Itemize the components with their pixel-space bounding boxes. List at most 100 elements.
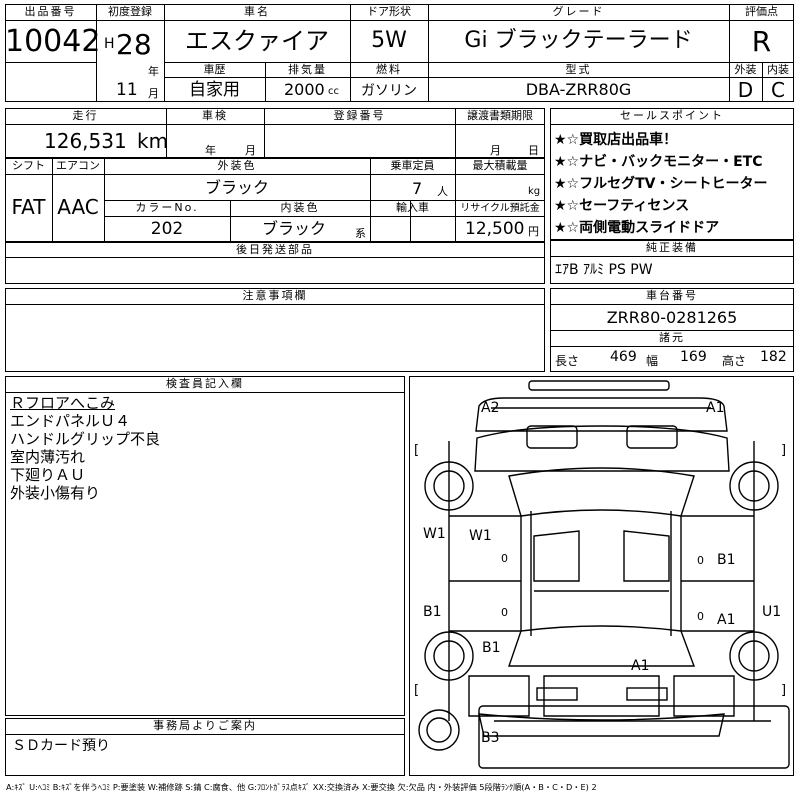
color-number: 202 <box>150 219 184 239</box>
inspector-label: 検査員記入欄 <box>166 377 244 390</box>
recycle-deposit: 12,500 <box>465 219 525 239</box>
damage-mark: W1 <box>423 526 446 542</box>
fuel-label: 燃料 <box>376 63 402 76</box>
sales-point-item: ★☆両側電動スライドドア <box>554 220 720 236</box>
damage-mark: B1 <box>423 604 442 620</box>
damage-mark: 0 <box>697 554 704 567</box>
length-label: 長さ <box>555 354 580 368</box>
car-diagram: [ ] [ ] A2 A1 W1 W1 0 0 B1 B1 0 0 A1 U1 … <box>414 380 790 769</box>
damage-mark: B1 <box>717 552 736 568</box>
sales-point-item: ★☆買取店出品車！ <box>554 132 678 148</box>
sales-point-item: ★☆セーフティセンス <box>554 198 690 214</box>
interior-score-label: 内装 <box>767 63 789 76</box>
inspector-note-line: ハンドルグリップ不良 <box>10 430 161 448</box>
car-name-label: 車名 <box>244 5 270 18</box>
transfer-day-unit: 日 <box>528 144 539 157</box>
score-label: 評価点 <box>745 5 778 18</box>
inspector-note-line: エンドパネルＵ４ <box>10 412 131 430</box>
recycle-deposit-unit: 円 <box>528 225 539 238</box>
exterior-score: D <box>737 78 754 102</box>
registration-era: H <box>104 36 115 52</box>
shift: FAT <box>11 195 46 219</box>
damage-mark: 0 <box>501 606 508 619</box>
mileage-unit: km <box>137 129 169 153</box>
capacity-label: 乗車定員 <box>390 159 435 172</box>
damage-mark: A2 <box>481 400 499 416</box>
equipment-label: 純正装備 <box>646 241 698 254</box>
width: 169 <box>680 349 707 365</box>
damage-mark: 0 <box>501 552 508 565</box>
height-label: 高さ <box>722 354 747 368</box>
inspector-note-line: 外装小傷有り <box>10 484 101 502</box>
registration-number-label: 登録番号 <box>333 109 386 122</box>
damage-mark: A1 <box>706 400 724 416</box>
aircon: AAC <box>57 195 99 219</box>
damage-mark: U1 <box>762 604 781 620</box>
registration-year: 28 <box>116 28 152 61</box>
aircon-label: エアコン <box>56 159 100 172</box>
color-number-label: カラーNo. <box>135 201 199 214</box>
registration-month: 11 <box>116 80 138 100</box>
width-label: 幅 <box>646 354 659 368</box>
height: 182 <box>760 349 787 365</box>
history: 自家用 <box>189 80 240 100</box>
mileage: 126,531 <box>44 129 127 153</box>
interior-color-label: 内装色 <box>280 201 320 214</box>
damage-mark: A1 <box>717 612 735 628</box>
displacement: 2000 <box>284 80 325 99</box>
door-type-label: ドア形状 <box>367 5 411 18</box>
bracket-right-top: ] <box>781 443 786 458</box>
displacement-label: 排気量 <box>288 63 327 76</box>
damage-mark: 0 <box>697 610 704 623</box>
model-code-label: 型式 <box>565 63 592 76</box>
car-name: エスクァイア <box>185 27 329 55</box>
inspector-box <box>5 376 405 716</box>
inspection-month-unit: 月 <box>245 144 256 157</box>
lot-number: 10042 <box>5 24 101 59</box>
first-registration-label: 初度登録 <box>108 5 152 18</box>
model-code: DBA-ZRR80G <box>525 80 632 99</box>
sales-point-item: ★☆フルセグTV・シートヒーター <box>554 176 768 192</box>
history-label: 車歴 <box>203 63 226 76</box>
grade: Gi ブラックテーラード <box>464 28 693 53</box>
office-label: 事務局よりご案内 <box>153 719 257 732</box>
max-load-unit: kg <box>528 186 541 197</box>
bracket-right-bottom: ] <box>781 683 786 698</box>
bracket-left-bottom: [ <box>414 683 419 698</box>
notes-label: 注意事項欄 <box>242 289 308 302</box>
sales-points-box <box>550 108 794 240</box>
mileage-label: 走行 <box>72 109 99 122</box>
office-note: ＳＤカード預り <box>12 738 110 754</box>
office-box <box>5 718 405 776</box>
damage-mark: W1 <box>469 528 492 544</box>
exterior-color: ブラック <box>204 178 269 197</box>
lot-number-label: 出品番号 <box>24 5 77 18</box>
exterior-score-label: 外装 <box>734 63 757 76</box>
interior-score: C <box>771 78 785 102</box>
max-load-label: 最大積載量 <box>472 159 528 172</box>
capacity: 7 <box>412 179 423 198</box>
door-type: 5W <box>371 28 407 53</box>
damage-mark: B3 <box>481 730 500 746</box>
later-parts-label: 後日発送部品 <box>236 243 314 256</box>
capacity-unit: 人 <box>437 185 448 198</box>
notes-box <box>5 288 545 372</box>
interior-color: ブラック <box>262 219 327 238</box>
equipment-value: ｴｱB ｱﾙﾐ PS PW <box>555 262 653 278</box>
inspection-label: 車検 <box>202 109 228 122</box>
damage-mark: B1 <box>482 640 501 656</box>
legend: A:ｷｽﾞ U:ﾍｺﾐ B:ｷｽﾞを伴うﾍｺﾐ P:要塗装 W:補修跡 S:錆 … <box>6 782 597 792</box>
inspection-year-unit: 年 <box>205 144 216 157</box>
exterior-color-label: 外装色 <box>217 159 257 172</box>
damage-mark: A1 <box>631 658 649 674</box>
car-diagram-box <box>409 376 794 776</box>
chassis-number-label: 車台番号 <box>646 289 698 302</box>
bracket-left-top: [ <box>414 443 419 458</box>
registration-month-unit: 月 <box>148 87 159 100</box>
inspector-note-line: 下廻りＡＵ <box>10 466 86 484</box>
transfer-month-unit: 月 <box>490 144 501 157</box>
registration-year-unit: 年 <box>148 65 159 78</box>
inspector-note-line: 室内薄汚れ <box>10 448 86 466</box>
specs-label: 諸元 <box>659 331 685 344</box>
recycle-deposit-label: リサイクル預託金 <box>460 203 540 214</box>
